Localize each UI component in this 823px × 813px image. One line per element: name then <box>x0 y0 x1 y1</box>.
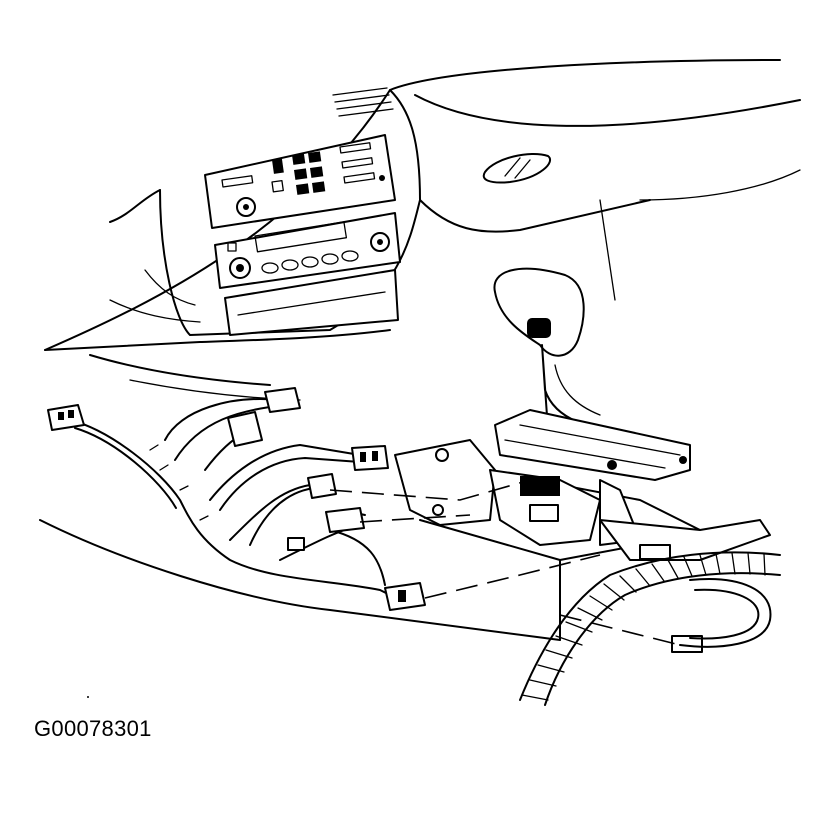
connectors <box>47 387 703 653</box>
corrugated-conduit <box>519 551 781 706</box>
connection-lines <box>329 479 681 646</box>
dot-mark <box>87 696 89 698</box>
climate-control-panel <box>204 134 396 229</box>
figure-id-label: G00078301 <box>34 716 152 741</box>
instrument-panel <box>44 59 801 351</box>
shift-lever <box>394 267 771 561</box>
radio-panel <box>214 212 401 336</box>
floor-outline <box>39 354 701 641</box>
